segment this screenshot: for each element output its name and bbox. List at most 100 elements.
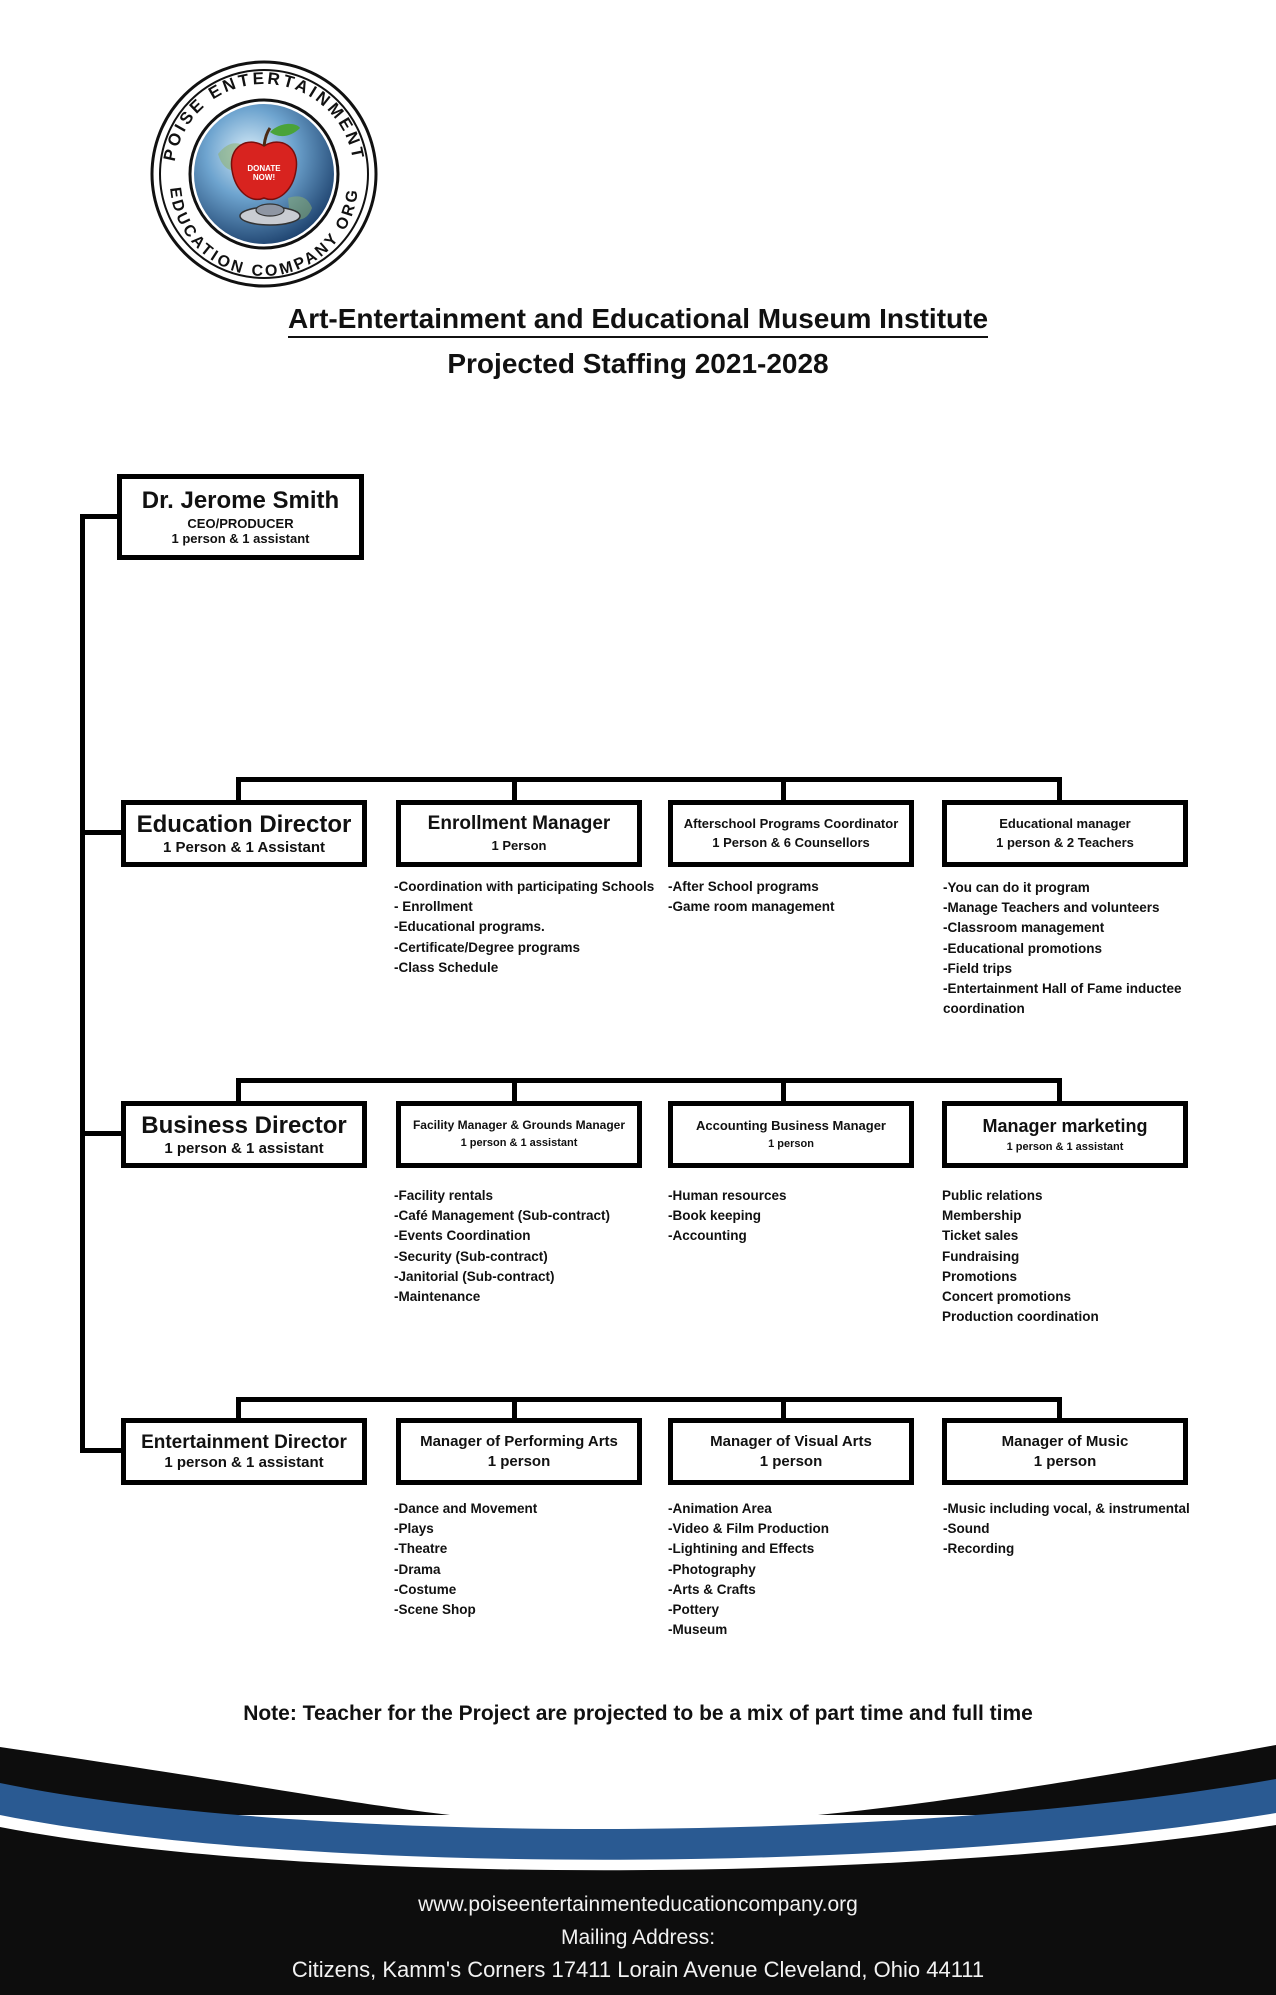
duty-item: -Arts & Crafts bbox=[668, 1581, 756, 1597]
director-name: Entertainment Director bbox=[141, 1431, 347, 1453]
bus-drop bbox=[781, 1397, 786, 1421]
duty-item: -Accounting bbox=[668, 1228, 747, 1244]
bus-drop bbox=[512, 1078, 517, 1104]
marketing-manager-box: Manager marketing 1 person & 1 assistant bbox=[942, 1101, 1188, 1168]
manager-name: Facility Manager & Grounds Manager bbox=[412, 1118, 626, 1133]
staffing-note: Note: Teacher for the Project are projec… bbox=[243, 1702, 1033, 1725]
enrollment-manager-box: Enrollment Manager 1 Person bbox=[396, 800, 642, 867]
duty-item: -Theatre bbox=[394, 1541, 448, 1557]
company-logo: DONATE NOW! POISE ENTERTAINMENT EDUCATIO… bbox=[150, 60, 378, 288]
manager-staff: 1 person bbox=[759, 1452, 823, 1470]
duty-item: -Sound bbox=[943, 1521, 990, 1537]
director-name: Business Director bbox=[141, 1112, 347, 1140]
duty-item: -Janitorial (Sub-contract) bbox=[394, 1268, 555, 1284]
ceo-staff: 1 person & 1 assistant bbox=[171, 531, 310, 547]
entertainment-director-box: Entertainment Director 1 person & 1 assi… bbox=[121, 1418, 367, 1485]
duty-item: -Class Schedule bbox=[394, 959, 499, 975]
entertainment-row-connector bbox=[80, 1448, 122, 1453]
ceo-connector bbox=[80, 514, 118, 519]
manager-name: Enrollment Manager bbox=[427, 813, 611, 835]
afterschool-coordinator-box: Afterschool Programs Coordinator 1 Perso… bbox=[668, 800, 914, 867]
afterschool-duties: -After School programs -Game room manage… bbox=[668, 877, 835, 917]
music-duties: -Music including vocal, & instrumental -… bbox=[943, 1499, 1190, 1560]
enrollment-duties: -Coordination with participating Schools… bbox=[394, 877, 654, 978]
manager-staff: 1 person & 2 Teachers bbox=[996, 834, 1134, 850]
manager-staff: 1 person & 1 assistant bbox=[460, 1137, 578, 1150]
manager-staff: 1 Person & 6 Counsellors bbox=[712, 834, 870, 850]
bus-drop bbox=[1057, 1397, 1062, 1421]
duty-item: Fundraising bbox=[942, 1248, 1020, 1264]
duty-item: -Book keeping bbox=[668, 1208, 762, 1224]
accounting-manager-box: Accounting Business Manager 1 person bbox=[668, 1101, 914, 1168]
ceo-box: Dr. Jerome Smith CEO/PRODUCER 1 person &… bbox=[117, 474, 364, 560]
duty-item: -Events Coordination bbox=[394, 1228, 531, 1244]
business-director-box: Business Director 1 person & 1 assistant bbox=[121, 1101, 367, 1168]
duty-item: Concert promotions bbox=[942, 1289, 1072, 1305]
duty-item: -Security (Sub-contract) bbox=[394, 1248, 548, 1264]
visual-arts-manager-box: Manager of Visual Arts 1 person bbox=[668, 1418, 914, 1485]
manager-name: Manager of Performing Arts bbox=[420, 1433, 618, 1451]
facility-manager-box: Facility Manager & Grounds Manager 1 per… bbox=[396, 1101, 642, 1168]
director-staff: 1 person & 1 assistant bbox=[164, 1139, 324, 1157]
educational-manager-duties: -You can do it program -Manage Teachers … bbox=[943, 878, 1182, 1019]
music-manager-box: Manager of Music 1 person bbox=[942, 1418, 1188, 1485]
bus-drop bbox=[512, 777, 517, 803]
duty-item: -Scene Shop bbox=[394, 1602, 476, 1618]
main-vertical-connector bbox=[80, 514, 85, 1453]
performing-arts-manager-box: Manager of Performing Arts 1 person bbox=[396, 1418, 642, 1485]
education-bus bbox=[236, 777, 1062, 782]
accounting-duties: -Human resources -Book keeping -Accounti… bbox=[668, 1186, 787, 1247]
bus-drop bbox=[512, 1397, 517, 1421]
manager-name: Manager of Visual Arts bbox=[710, 1433, 872, 1451]
duty-item: -Human resources bbox=[668, 1188, 787, 1203]
marketing-duties: Public relations Membership Ticket sales… bbox=[942, 1186, 1099, 1327]
bus-drop bbox=[236, 1078, 241, 1104]
bus-drop bbox=[781, 1078, 786, 1104]
duty-item: -Entertainment Hall of Fame inductee bbox=[943, 981, 1182, 997]
performing-arts-duties: -Dance and Movement -Plays -Theatre -Dra… bbox=[394, 1499, 537, 1620]
bus-drop bbox=[1057, 1078, 1062, 1104]
duty-item: -Certificate/Degree programs bbox=[394, 939, 581, 955]
duty-item: coordination bbox=[943, 1001, 1025, 1017]
duty-item: -Costume bbox=[394, 1581, 457, 1597]
duty-item: - Enrollment bbox=[394, 899, 473, 915]
director-staff: 1 Person & 1 Assistant bbox=[162, 838, 325, 856]
manager-staff: 1 person bbox=[768, 1137, 814, 1150]
page-title: Art-Entertainment and Educational Museum… bbox=[0, 303, 1276, 338]
duty-item: -Photography bbox=[668, 1561, 756, 1577]
bus-drop bbox=[781, 777, 786, 803]
bus-drop bbox=[1057, 777, 1062, 803]
manager-name: Educational manager bbox=[999, 815, 1131, 831]
manager-staff: 1 Person bbox=[491, 837, 547, 853]
manager-name: Manager marketing bbox=[982, 1115, 1148, 1136]
duty-item: Ticket sales bbox=[942, 1228, 1019, 1244]
footer-banner bbox=[0, 1745, 1276, 1995]
footer-website[interactable]: www.poiseentertainmenteducationcompany.o… bbox=[418, 1893, 858, 1916]
business-bus bbox=[236, 1078, 1062, 1083]
svg-text:DONATE: DONATE bbox=[247, 164, 281, 173]
duty-item: -Classroom management bbox=[943, 920, 1105, 936]
footer-address: Citizens, Kamm's Corners 17411 Lorain Av… bbox=[291, 1957, 985, 1982]
ceo-name: Dr. Jerome Smith bbox=[141, 486, 340, 514]
duty-item: -Educational programs. bbox=[394, 919, 545, 935]
manager-name: Manager of Music bbox=[1001, 1433, 1129, 1451]
duty-item: -Animation Area bbox=[668, 1501, 772, 1516]
manager-name: Accounting Business Manager bbox=[696, 1117, 886, 1133]
duty-item: -Dance and Movement bbox=[394, 1501, 538, 1516]
education-director-box: Education Director 1 Person & 1 Assistan… bbox=[121, 800, 367, 867]
manager-staff: 1 person bbox=[1033, 1452, 1097, 1470]
visual-arts-duties: -Animation Area -Video & Film Production… bbox=[668, 1499, 829, 1640]
duty-item: -Recording bbox=[943, 1541, 1015, 1557]
duty-item: Production coordination bbox=[942, 1309, 1099, 1325]
duty-item: Public relations bbox=[942, 1188, 1043, 1203]
duty-item: -Educational promotions bbox=[943, 940, 1103, 956]
duty-item: -Coordination with participating Schools bbox=[394, 879, 655, 894]
duty-item: -Video & Film Production bbox=[668, 1521, 830, 1537]
duty-item: -Facility rentals bbox=[394, 1188, 494, 1203]
bus-drop bbox=[236, 777, 241, 803]
duty-item: Membership bbox=[942, 1208, 1022, 1224]
education-row-connector bbox=[80, 830, 122, 835]
duty-item: -Manage Teachers and volunteers bbox=[943, 900, 1160, 916]
duty-item: Promotions bbox=[942, 1268, 1018, 1284]
bus-drop bbox=[236, 1397, 241, 1421]
